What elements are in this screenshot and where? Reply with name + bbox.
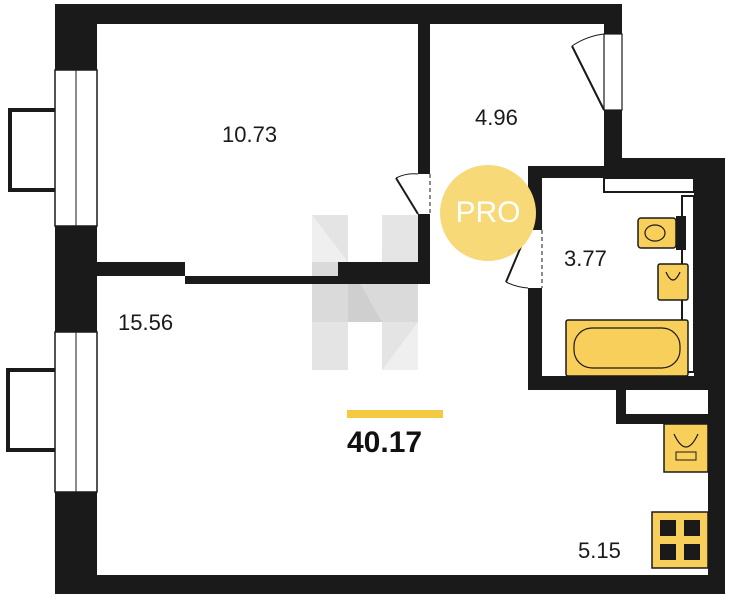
pro-badge: PRO (440, 165, 536, 261)
total-area: 40.17 (347, 426, 423, 459)
watermark-logo-icon (312, 215, 418, 370)
toilet-icon (637, 216, 686, 250)
door-swing-icon (395, 173, 431, 215)
sink-icon (657, 263, 689, 301)
room-bathroom-area: 3.77 (564, 246, 607, 271)
door-swing-icon (571, 33, 605, 111)
total-area-accent-bar (347, 410, 443, 418)
room-living-area: 15.56 (118, 310, 174, 335)
bathtub-icon (565, 319, 689, 377)
cooktop-icon (651, 511, 709, 569)
room-bedroom-area: 10.73 (222, 122, 278, 147)
room-kitchen-area: 5.15 (578, 538, 621, 563)
window-icon (603, 33, 623, 111)
walls (55, 4, 725, 594)
kitchen-sink-icon (663, 423, 709, 473)
room-hallway-area: 4.96 (475, 105, 518, 130)
window-icon (6, 331, 98, 493)
window-icon (8, 69, 98, 227)
